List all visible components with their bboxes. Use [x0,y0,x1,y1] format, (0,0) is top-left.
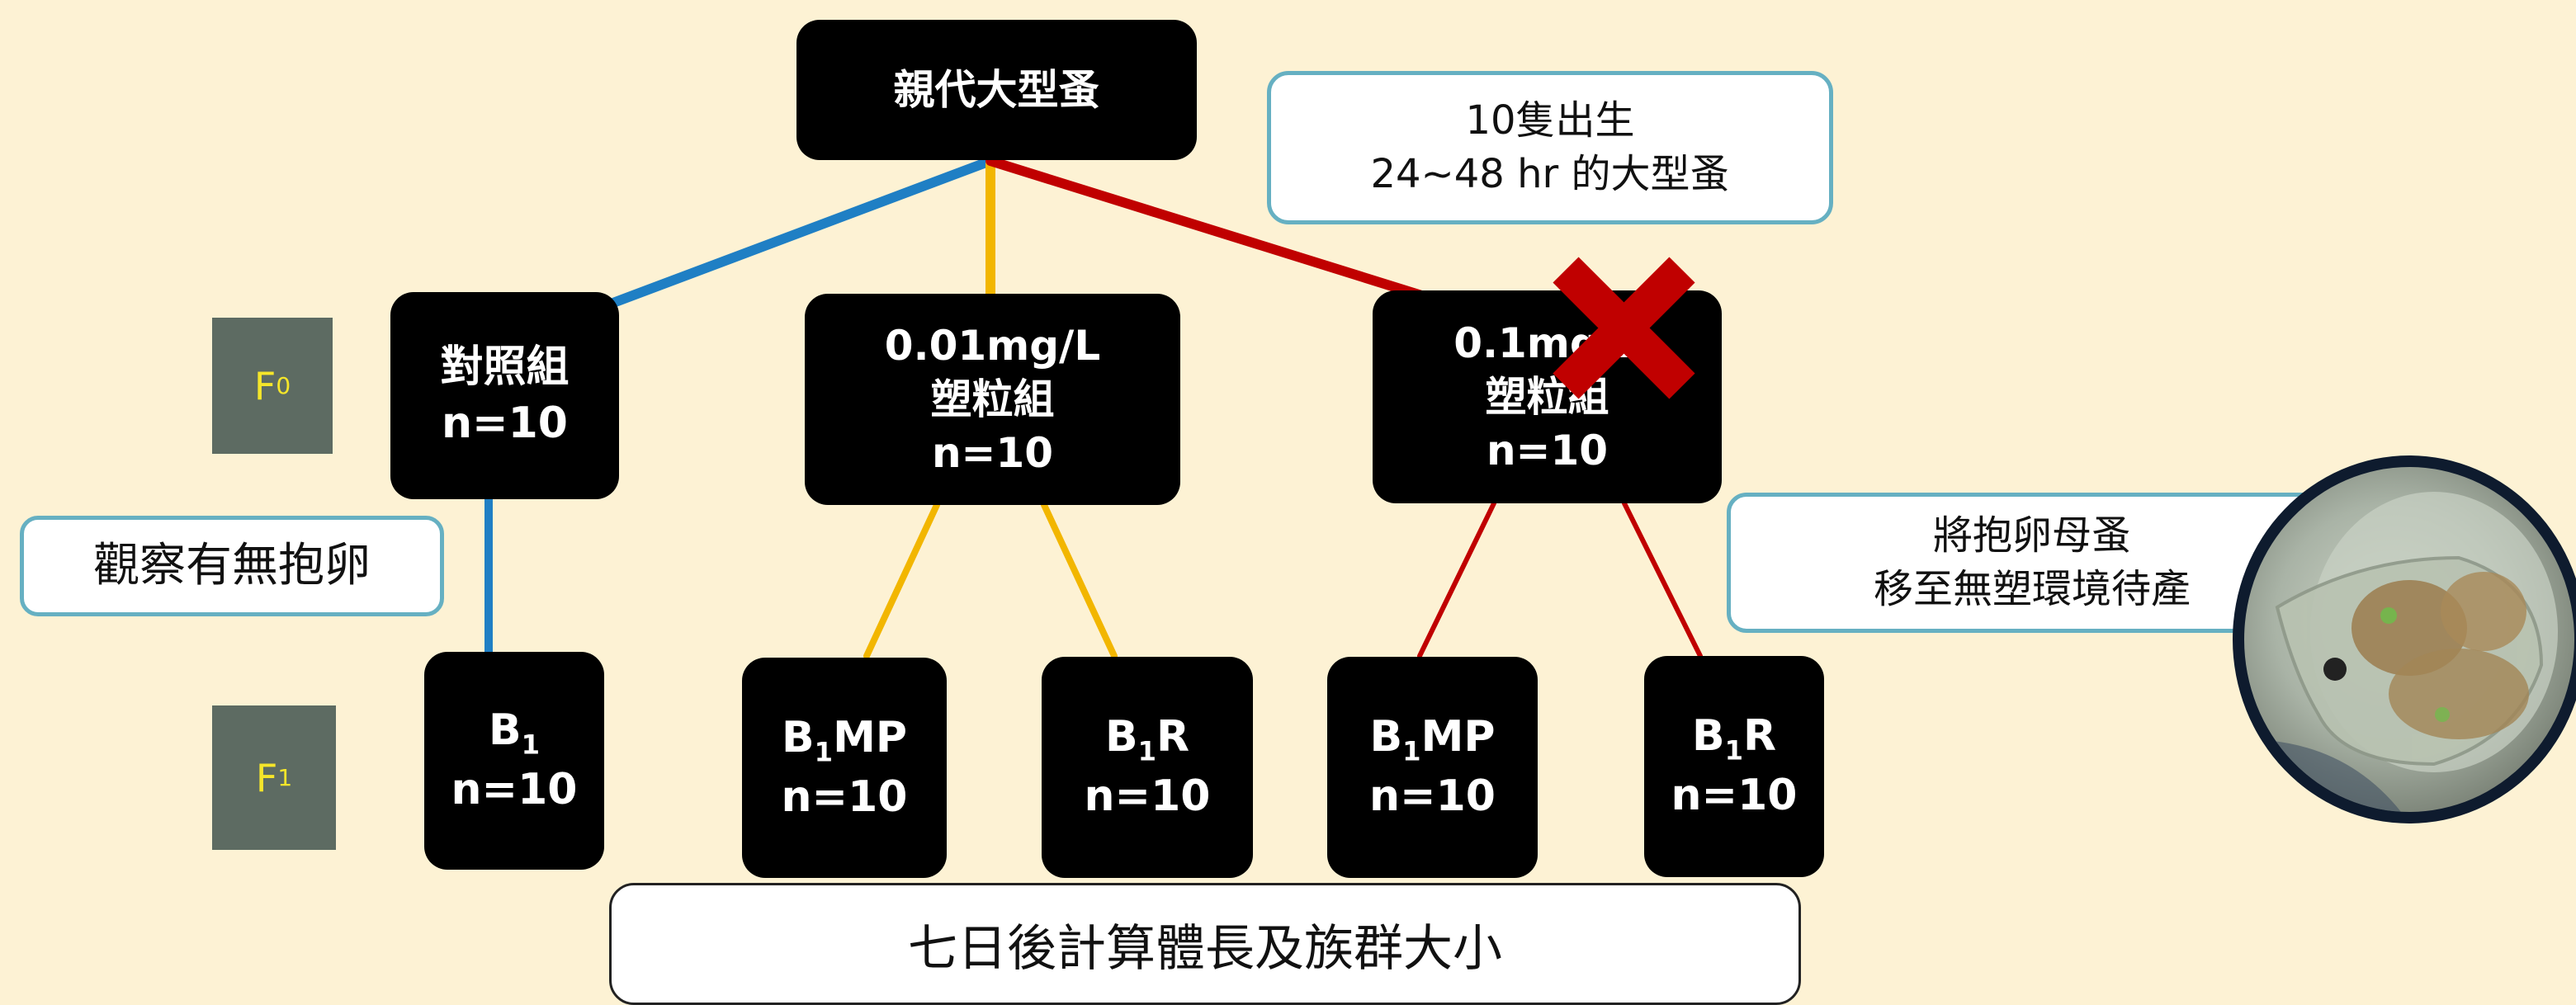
note-hatch-age: 10隻出生 24~48 hr 的大型蚤 [1267,71,1833,224]
note-hatch-line1: 10隻出生 [1465,97,1635,144]
daphnia-illustration [2244,492,2558,812]
summary-box: 七日後計算體長及族群大小 [609,883,1801,1005]
note-observe-text: 觀察有無抱卵 [93,539,371,593]
control-label: 對照組 [440,342,570,392]
note-hatch-line2: 24~48 hr 的大型蚤 [1370,151,1730,197]
f1-high-b1mp-name: B1MP [1369,712,1496,767]
line-parent-control [602,156,995,310]
line-high-b1mp [1417,501,1496,658]
line-low-b1mp [863,502,940,659]
control-n: n=10 [442,398,568,448]
line-low-b1r [1041,502,1118,659]
f1-high-b1r-n: n=10 [1671,771,1798,821]
f1-subscript: 1 [277,764,293,791]
f1-high-b1mp-node: B1MP n=10 [1327,657,1538,878]
f1-b1-n: n=10 [451,765,578,815]
f1-high-b1r-name: B1R [1691,711,1777,767]
f0-control-node: 對照組 n=10 [390,292,619,499]
f1-high-b1mp-n: n=10 [1369,771,1496,822]
note-observe-eggs: 觀察有無抱卵 [20,516,444,616]
f1-high-b1r-node: B1R n=10 [1644,656,1824,877]
f0-low-dose-node: 0.01mg/L 塑粒組 n=10 [805,294,1180,505]
daphnia-photo [2233,455,2576,823]
low-dose-label: 塑粒組 [930,375,1055,423]
x-mark-icon [1553,257,1695,399]
f1-b1-name: B1 [488,705,541,761]
parent-node: 親代大型蚤 [796,20,1197,160]
f0-subscript: 0 [276,372,291,399]
f1-letter: F [255,755,278,800]
f1-b1-node: B1 n=10 [424,652,604,870]
low-dose-conc: 0.01mg/L [884,321,1101,370]
parent-label: 親代大型蚤 [893,65,1100,114]
f1-low-b1r-name: B1R [1104,712,1190,767]
high-dose-n: n=10 [1486,426,1609,474]
f0-letter: F [253,363,277,408]
f1-low-b1r-n: n=10 [1084,771,1211,822]
line-high-b1r [1622,501,1703,658]
f1-low-b1mp-node: B1MP n=10 [742,658,947,878]
f1-low-b1r-node: B1R n=10 [1042,657,1253,878]
summary-text: 七日後計算體長及族群大小 [908,919,1502,978]
line-parent-high [985,156,1437,304]
f1-low-b1mp-name: B1MP [782,712,907,767]
f1-low-b1mp-n: n=10 [781,771,908,822]
low-dose-n: n=10 [931,428,1054,477]
note-move-line2: 移至無塑環境待產 [1873,566,2191,612]
note-move-line1: 將抱卵母蚤 [1932,512,2131,559]
